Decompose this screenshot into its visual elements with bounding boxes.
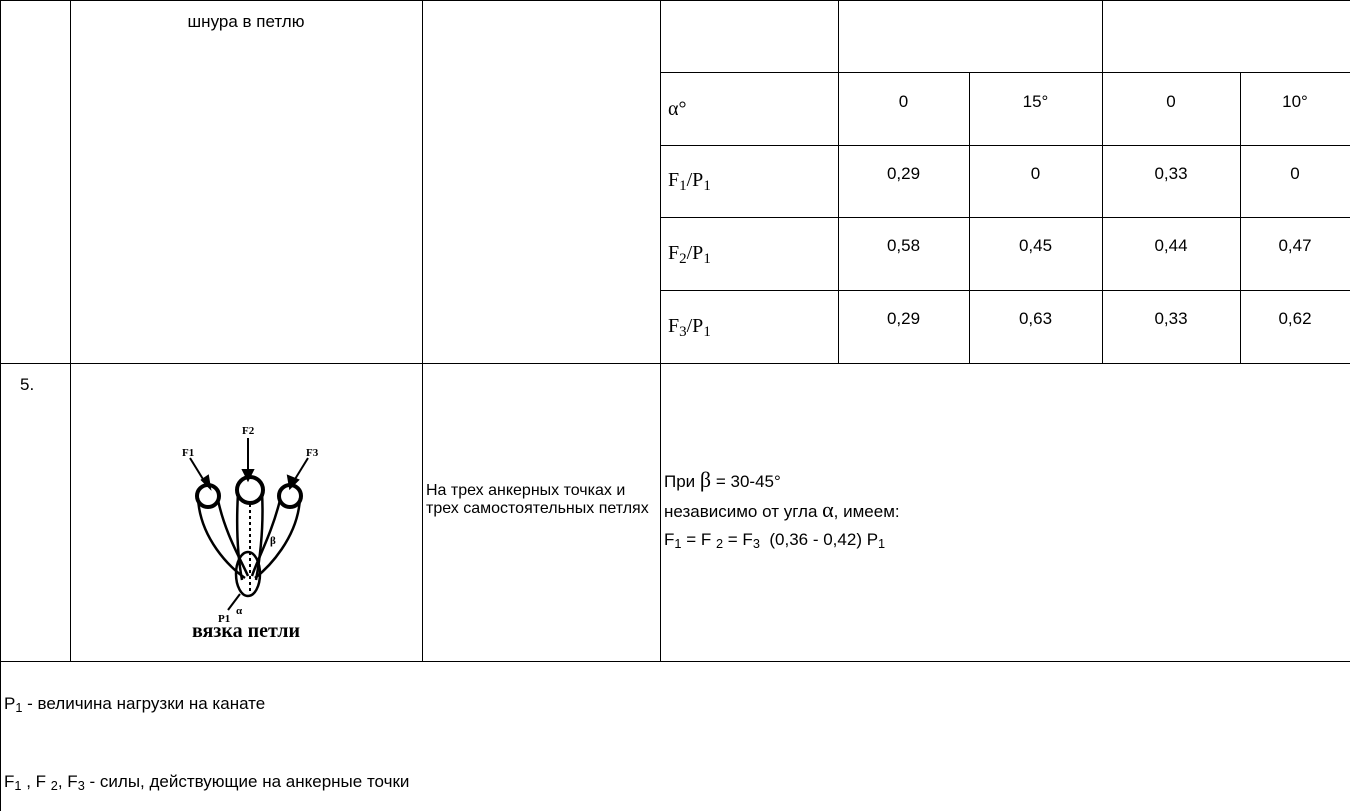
table-cell: 0,29 bbox=[886, 309, 921, 328]
table-line bbox=[0, 661, 1350, 662]
loop-knot-diagram: F1 F2 F3 β P1 α bbox=[182, 425, 319, 625]
table-line bbox=[838, 0, 839, 364]
legend-p1: P1 - величина нагрузки на канате bbox=[4, 694, 266, 716]
table-cell: 0,47 bbox=[1278, 236, 1312, 255]
table-cell: 0,62 bbox=[1278, 309, 1312, 328]
legend-f: F1 , F 2, F3 - силы, действующие на анке… bbox=[4, 772, 410, 794]
table-border-top bbox=[0, 0, 1350, 1]
formula-line-1: При β = 30-45° bbox=[664, 467, 781, 492]
formula-line-3: F1 = F 2 = F3 (0,36 - 0,42) P1 bbox=[664, 530, 886, 552]
method-description: На трех анкерных точках и трех самостоят… bbox=[426, 482, 649, 517]
table-cell: 0 bbox=[898, 92, 909, 111]
table-line bbox=[660, 290, 1350, 291]
table-cell: 0,29 bbox=[886, 164, 921, 183]
table-cell: 0,58 bbox=[886, 236, 921, 255]
table-line bbox=[0, 363, 1350, 364]
table-cell: 15° bbox=[1022, 92, 1049, 111]
table-cell: 0,45 bbox=[1018, 236, 1053, 255]
svg-text:P1: P1 bbox=[218, 613, 230, 625]
table-line bbox=[422, 0, 423, 662]
table-cell: 0 bbox=[1030, 164, 1041, 183]
table-line bbox=[70, 0, 71, 662]
table-line bbox=[660, 217, 1350, 218]
knot-diagram: F1 F2 F3 β P1 α bbox=[160, 418, 340, 658]
f3-p1-row-label: F3/P1 bbox=[668, 315, 711, 340]
f2-p1-row-label: F2/P1 bbox=[668, 242, 711, 267]
row-number: 5. bbox=[20, 375, 35, 394]
table-cell: 0,44 bbox=[1154, 236, 1188, 255]
alpha-row-label: α° bbox=[668, 98, 687, 120]
table-line bbox=[660, 0, 661, 662]
svg-text:F1: F1 bbox=[182, 447, 194, 459]
table-cell: 0,63 bbox=[1018, 309, 1053, 328]
formula-block: При β = 30-45° независимо от угла α, име… bbox=[664, 466, 1344, 554]
table-cell: 0 bbox=[1290, 164, 1300, 183]
svg-text:α: α bbox=[236, 605, 243, 617]
table-border-left bbox=[0, 0, 1, 811]
table-cell: 0 bbox=[1166, 92, 1176, 111]
table-line bbox=[660, 145, 1350, 146]
svg-text:F3: F3 bbox=[306, 447, 319, 459]
svg-text:F2: F2 bbox=[242, 425, 255, 437]
table-cell: 10° bbox=[1282, 92, 1308, 111]
f1-p1-row-label: F1/P1 bbox=[668, 169, 711, 194]
table-line bbox=[1102, 0, 1103, 364]
figure-caption: вязка петли bbox=[191, 620, 301, 642]
formula-line-2: независимо от угла α, имеем: bbox=[664, 497, 900, 522]
row-label: шнура в петлю bbox=[187, 12, 305, 31]
svg-text:β: β bbox=[270, 535, 276, 547]
table-line bbox=[1240, 72, 1241, 364]
table-line bbox=[969, 72, 970, 364]
table-line bbox=[660, 72, 1350, 73]
table-cell: 0,33 bbox=[1154, 309, 1188, 328]
table-cell: 0,33 bbox=[1154, 164, 1188, 183]
